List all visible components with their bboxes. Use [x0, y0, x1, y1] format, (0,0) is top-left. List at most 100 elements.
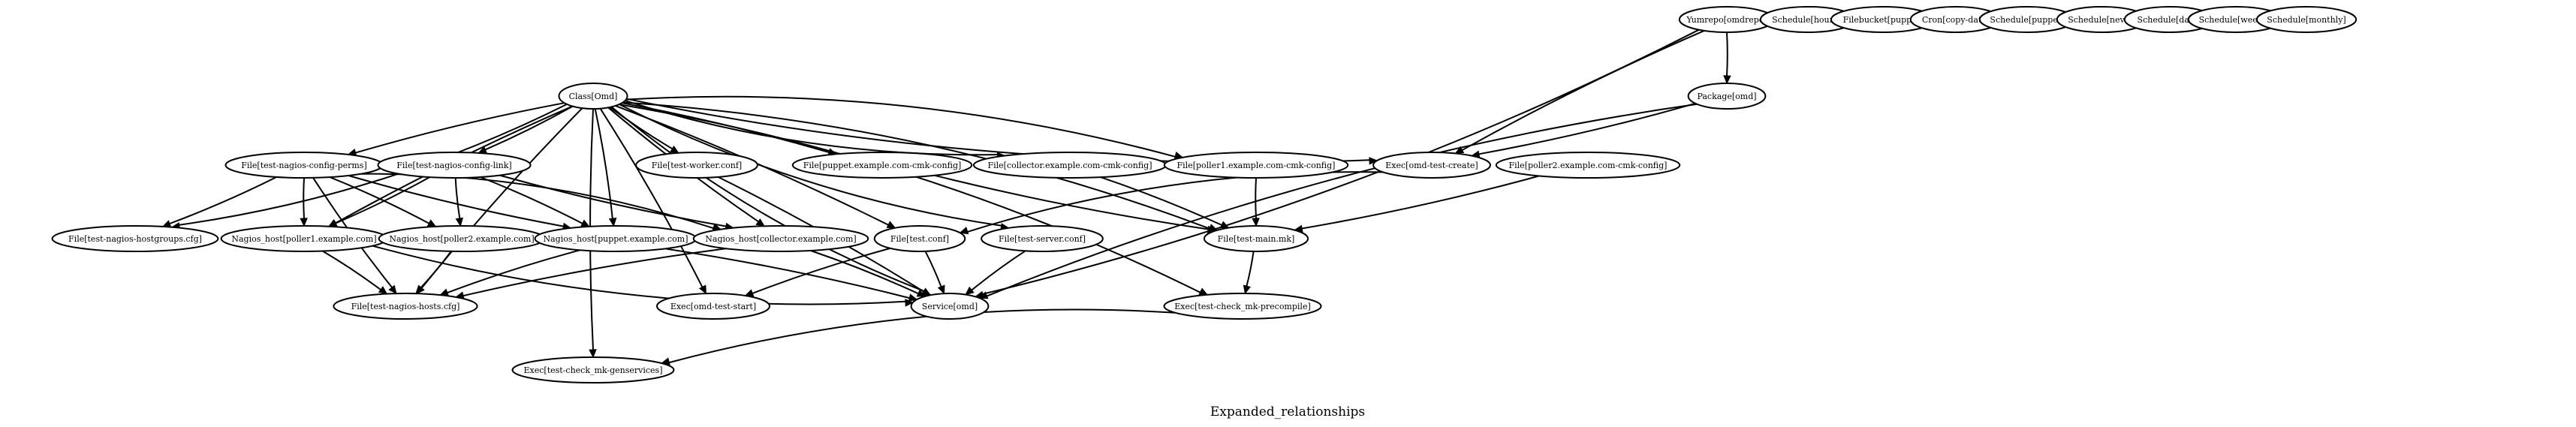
node-label: Schedule[puppet] — [1990, 15, 2064, 25]
node-label: Exec[omd-test-create] — [1385, 161, 1478, 170]
edge-line — [752, 247, 890, 294]
node-ellipse — [1687, 83, 1767, 110]
edge-line — [971, 250, 1026, 291]
graph-node-class: Class[Omd] — [558, 83, 628, 110]
node-label: File[test-nagios-hosts.cfg] — [351, 302, 460, 311]
edge-line — [462, 248, 726, 297]
edge-line — [1246, 251, 1255, 287]
graph-node-exec-precompile: Exec[test-check_mk-precompile] — [1163, 293, 1322, 320]
edge-line — [982, 29, 1700, 295]
edge-line — [348, 175, 564, 227]
graph-edge — [161, 176, 277, 228]
edge-line — [1100, 176, 1222, 226]
node-label: File[puppet.example.com-cmk-config] — [803, 161, 962, 170]
edge-arrowhead — [669, 145, 679, 154]
edge-line — [1255, 177, 1257, 219]
edge-line — [665, 248, 910, 299]
node-label: Schedule[daily] — [2138, 15, 2203, 25]
edge-arrowhead — [916, 289, 926, 297]
graph-edge — [599, 108, 707, 295]
node-label: File[test.conf] — [890, 234, 949, 244]
edge-line — [810, 250, 919, 295]
graph-node-f-nagios-perms: File[test-nagios-config-perms] — [224, 152, 384, 179]
node-ellipse — [692, 225, 869, 252]
edge-line — [485, 105, 574, 151]
node-ellipse — [511, 356, 675, 383]
graph-edge — [499, 174, 734, 231]
edge-arrowhead — [1369, 157, 1378, 165]
graph-node-sch-monthly: Schedule[monthly] — [2255, 6, 2358, 33]
edge-line — [454, 177, 461, 219]
node-label: File[poller2.example.com-cmk-config] — [1509, 161, 1668, 170]
edge-line — [1462, 29, 1705, 151]
node-label: Schedule[monthly] — [2267, 15, 2346, 25]
node-label: File[test-nagios-config-link] — [396, 161, 511, 170]
graph-edge — [810, 250, 926, 297]
edge-line — [622, 101, 1210, 230]
graph-node-exec-genservices: Exec[test-check_mk-genservices] — [511, 356, 675, 383]
node-ellipse — [873, 225, 966, 252]
node-label: File[collector.example.com-cmk-config] — [987, 161, 1152, 170]
edge-line — [447, 249, 580, 294]
node-label: Service[omd] — [922, 302, 978, 311]
node-label: File[test-server.conf] — [999, 234, 1086, 244]
node-label: File[test-nagios-hostgroups.cfg] — [68, 234, 202, 244]
node-ellipse — [1495, 152, 1681, 179]
edge-line — [355, 102, 565, 154]
node-ellipse — [635, 152, 758, 179]
edge-line — [599, 108, 704, 287]
graph-node-sch-hourly: Schedule[hourly] — [1759, 6, 1857, 33]
graph-node-cron: Cron[copy-data] — [1909, 6, 2002, 33]
node-ellipse — [1372, 152, 1491, 179]
edge-arrowhead — [698, 284, 707, 295]
graph-edge — [619, 104, 1209, 296]
edge-line — [420, 251, 452, 289]
graph-nodes: Yumrepo[omdrepo]Schedule[hourly]Filebuck… — [51, 6, 2358, 383]
edge-arrowhead — [886, 221, 896, 229]
edge-arrowhead — [937, 284, 945, 295]
graph-node-f-main-mk: File[test-main.mk] — [1203, 225, 1309, 252]
node-label: Exec[omd-test-start] — [670, 302, 756, 311]
edge-line — [619, 104, 1002, 227]
graph-node-nh-collector: Nagios_host[collector.example.com] — [692, 225, 869, 252]
graph-node-sch-weekly: Schedule[weekly] — [2187, 6, 2285, 33]
node-ellipse — [791, 152, 973, 179]
edge-line — [169, 176, 277, 224]
graph-node-f-nagios-link: File[test-nagios-config-link] — [377, 152, 532, 179]
edge-arrowhead — [1252, 218, 1260, 227]
graph-node-package: Package[omd] — [1687, 83, 1767, 110]
edge-line — [303, 177, 305, 219]
edge-line — [594, 108, 613, 219]
node-ellipse — [656, 293, 770, 320]
edge-arrowhead — [978, 291, 989, 299]
graph-edge — [978, 103, 1698, 299]
node-label: File[poller1.example.com-cmk-config] — [1177, 161, 1336, 170]
graph-node-f-puppet-cmk: File[puppet.example.com-cmk-config] — [791, 152, 973, 179]
graph-edge — [415, 251, 452, 295]
graph-node-f-worker: File[test-worker.conf] — [635, 152, 758, 179]
node-label: Nagios_host[poller2.example.com] — [389, 234, 534, 244]
graph-edge — [965, 250, 1026, 296]
edge-line — [335, 176, 430, 224]
edge-line — [609, 106, 673, 150]
graph-node-f-collector-cmk: File[collector.example.com-cmk-config] — [972, 152, 1167, 179]
node-ellipse — [51, 225, 219, 252]
graph-node-f-test-conf: File[test.conf] — [873, 225, 966, 252]
edge-arrowhead — [378, 286, 388, 295]
edge-arrowhead — [1243, 284, 1251, 295]
node-label: Cron[copy-data] — [1922, 15, 1990, 25]
node-ellipse — [1163, 293, 1322, 320]
edge-arrowhead — [755, 218, 765, 227]
edge-arrowhead — [921, 287, 931, 296]
graph-node-sch-puppet: Schedule[puppet] — [1978, 6, 2076, 33]
node-label: File[test-worker.conf] — [652, 161, 742, 170]
graph-node-nh-puppet: Nagios_host[puppet.example.com] — [534, 225, 697, 252]
graph-edge — [1470, 102, 1696, 158]
node-label: Exec[test-check_mk-genservices] — [524, 365, 663, 375]
edge-arrowhead — [455, 217, 463, 227]
graph-edge — [478, 105, 574, 154]
edge-arrowhead — [1723, 75, 1731, 85]
graph-edge — [625, 95, 1184, 160]
graph-edge — [347, 102, 565, 157]
node-label: Nagios_host[puppet.example.com] — [544, 234, 688, 244]
